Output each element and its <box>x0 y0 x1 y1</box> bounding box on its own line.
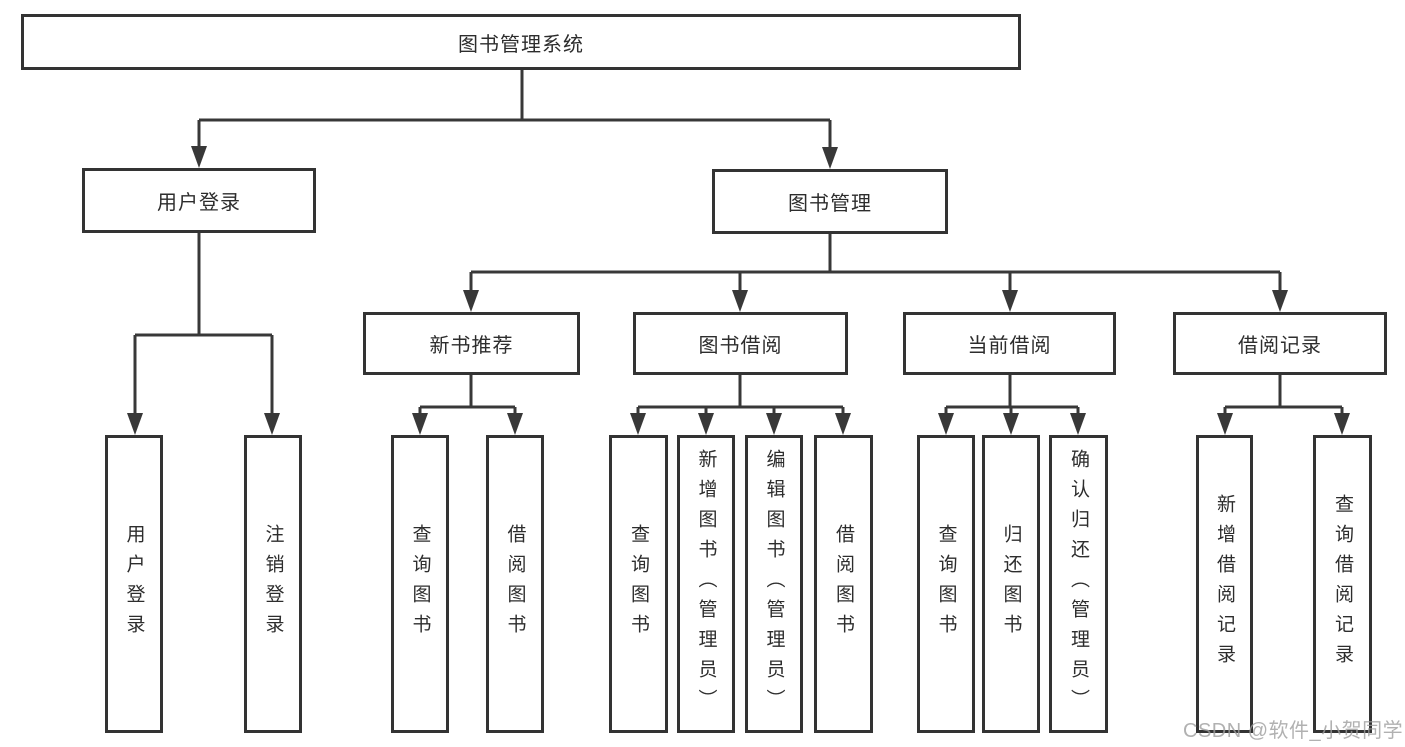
leaf-confirm-return-admin: 确认归还（管理员） <box>1049 435 1108 733</box>
connector-current-borrow-to-leaves <box>944 375 1080 417</box>
connector-new-book-to-leaves <box>418 375 517 417</box>
leaf-logout: 注销登录 <box>244 435 302 733</box>
leaf-add-book-admin: 新增图书（管理员） <box>677 435 735 733</box>
leaf-search-books-borrow: 查询图书 <box>609 435 668 733</box>
connector-user-login-to-leaves <box>133 233 274 417</box>
leaf-user-login: 用户登录 <box>105 435 163 733</box>
leaf-borrow-books-recommend: 借阅图书 <box>486 435 544 733</box>
node-book-borrow: 图书借阅 <box>633 312 848 375</box>
leaf-return-books: 归还图书 <box>982 435 1040 733</box>
node-library-system: 图书管理系统 <box>21 14 1021 70</box>
leaf-add-borrow-record: 新增借阅记录 <box>1196 435 1253 733</box>
leaf-search-books-recommend: 查询图书 <box>391 435 449 733</box>
node-book-management: 图书管理 <box>712 169 948 234</box>
leaf-search-borrow-record: 查询借阅记录 <box>1313 435 1372 733</box>
node-user-login: 用户登录 <box>82 168 316 233</box>
node-current-borrow: 当前借阅 <box>903 312 1116 375</box>
connector-root-to-level1 <box>197 70 832 151</box>
leaf-edit-book-admin: 编辑图书（管理员） <box>745 435 803 733</box>
node-borrow-records: 借阅记录 <box>1173 312 1387 375</box>
node-new-book-recommend: 新书推荐 <box>363 312 580 375</box>
connector-borrow-records-to-leaves <box>1223 375 1344 417</box>
leaf-search-books-current: 查询图书 <box>917 435 975 733</box>
leaf-borrow-books: 借阅图书 <box>814 435 873 733</box>
csdn-watermark: CSDN @软件_小贺同学 <box>1183 720 1404 742</box>
connector-book-management-to-level2 <box>469 234 1282 294</box>
connector-book-borrow-to-leaves <box>636 375 845 417</box>
